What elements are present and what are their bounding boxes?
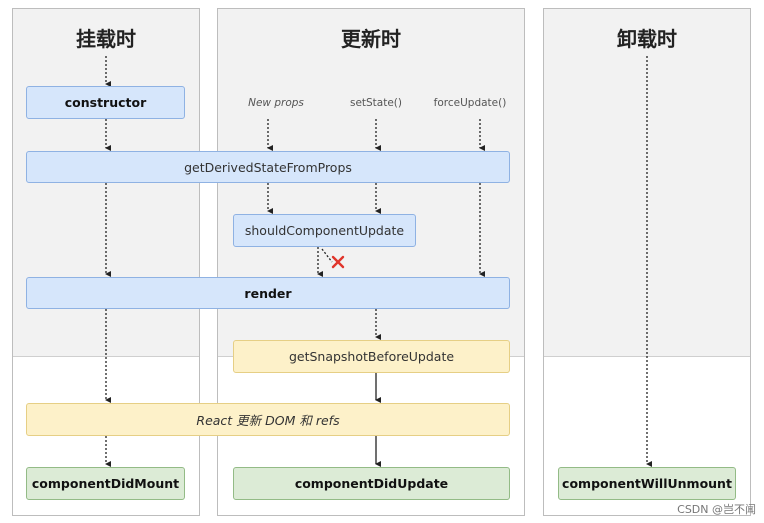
- unmount-title: 卸载时: [617, 27, 677, 51]
- trigger-set-state: setState(): [349, 97, 403, 109]
- mount-column: 挂载时: [12, 8, 200, 516]
- mount-title: 挂载时: [76, 27, 136, 51]
- constructor-node: constructor: [26, 86, 185, 119]
- component-will-unmount-node: componentWillUnmount: [558, 467, 736, 500]
- trigger-new-props: New props: [248, 97, 304, 109]
- should-component-update-node: shouldComponentUpdate: [233, 214, 416, 247]
- component-did-mount-node: componentDidMount: [26, 467, 185, 500]
- render-node: render: [26, 277, 510, 309]
- column-divider: [544, 356, 750, 357]
- trigger-force-update: forceUpdate(): [433, 97, 507, 109]
- watermark: CSDN @岂不闻: [677, 503, 756, 516]
- get-derived-state-node: getDerivedStateFromProps: [26, 151, 510, 183]
- update-column: 更新时: [217, 8, 525, 516]
- component-did-update-node: componentDidUpdate: [233, 467, 510, 500]
- unmount-column: 卸载时: [543, 8, 751, 516]
- update-title: 更新时: [341, 27, 401, 51]
- snapshot-node: getSnapshotBeforeUpdate: [233, 340, 510, 373]
- react-dom-refs-node: React 更新 DOM 和 refs: [26, 403, 510, 436]
- column-divider: [13, 356, 199, 357]
